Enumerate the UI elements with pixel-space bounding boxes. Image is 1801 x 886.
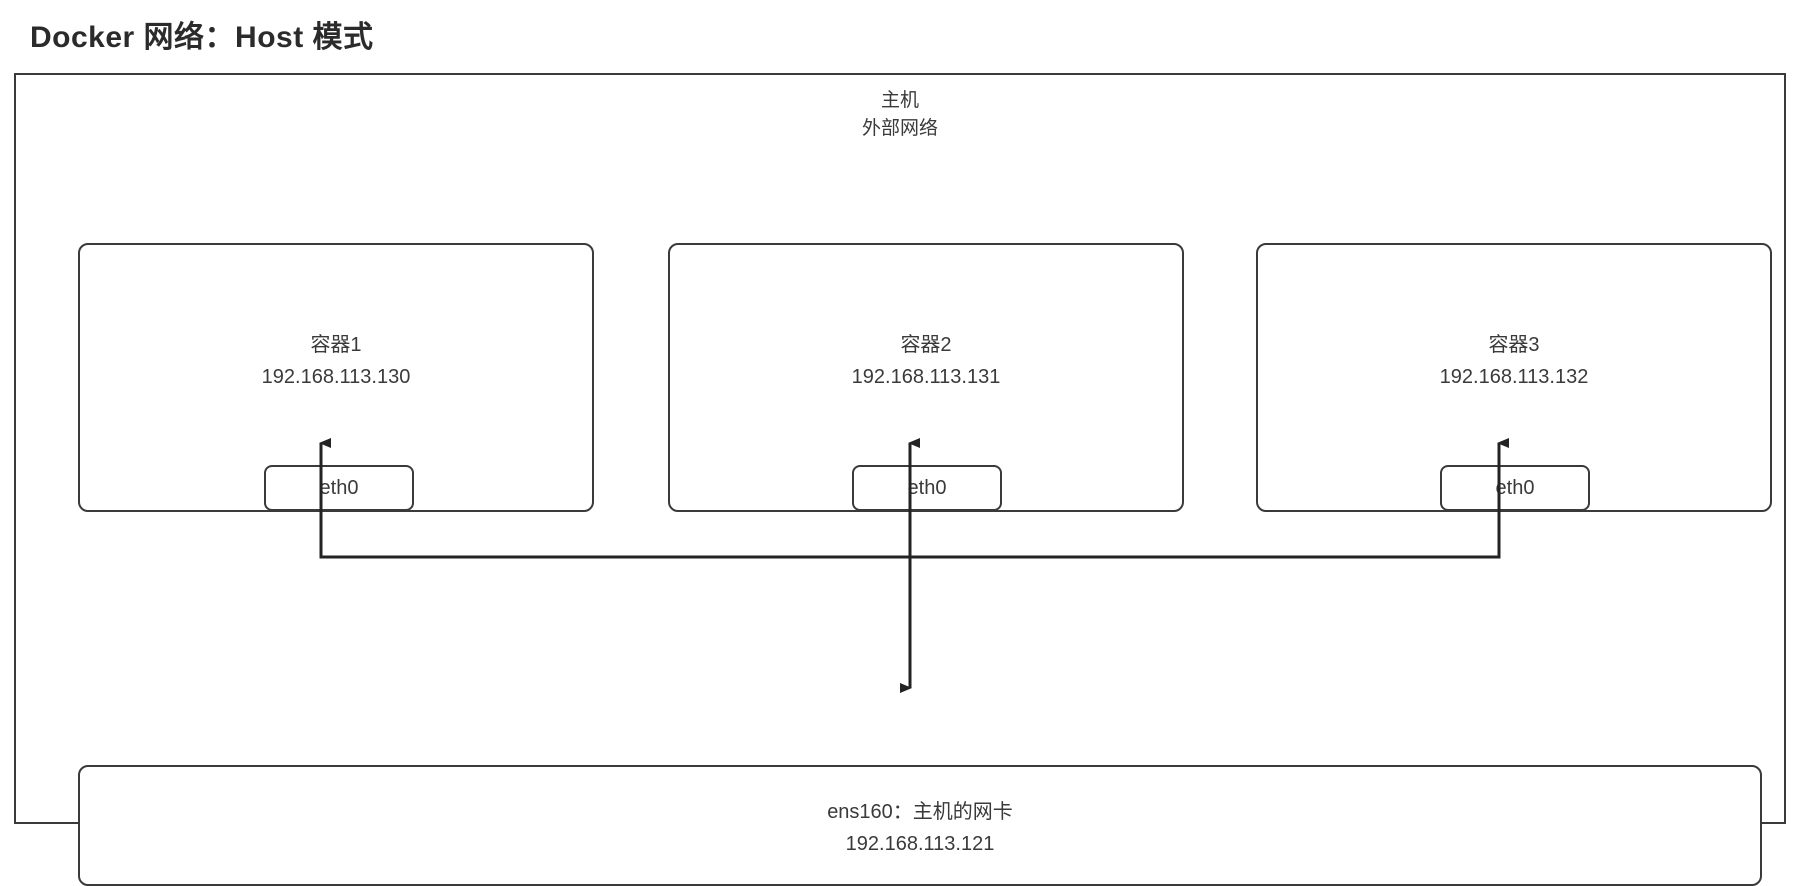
eth0-box-container-2[interactable]: eth0 [852, 465, 1002, 511]
host-label-line1: 主机 [880, 90, 919, 111]
container-box-3[interactable]: 容器3 192.168.113.132 eth0 [1256, 243, 1772, 512]
container-3-ip: 192.168.113.132 [1439, 366, 1589, 388]
host-nic-label: ens160：主机的网卡 [827, 801, 1013, 823]
eth0-box-container-3[interactable]: eth0 [1440, 465, 1590, 511]
container-2-name: 容器2 [900, 334, 952, 356]
container-1-name: 容器1 [310, 334, 362, 356]
host-nic-box[interactable]: ens160：主机的网卡 192.168.113.121 [78, 765, 1762, 886]
container-2-ip: 192.168.113.131 [851, 366, 1001, 388]
host-nic-ip: 192.168.113.121 [845, 833, 995, 855]
host-boundary-box: 主机 外部网络 容器1 192.168.113.130 eth0 容器2 192… [14, 73, 1786, 886]
eth0-box-container-1[interactable]: eth0 [264, 465, 414, 511]
host-nic-caption: ens160：主机的网卡 192.168.113.121 [80, 796, 1760, 860]
container-1-caption: 容器1 192.168.113.130 [80, 329, 592, 393]
container-1-ip: 192.168.113.130 [261, 366, 411, 388]
host-label-line2: 外部网络 [861, 118, 938, 139]
page-title: Docker 网络：Host 模式 [30, 21, 374, 54]
container-box-2[interactable]: 容器2 192.168.113.131 eth0 [668, 243, 1184, 512]
eth0-label-container-2: eth0 [907, 476, 947, 499]
container-2-caption: 容器2 192.168.113.131 [670, 329, 1182, 393]
eth0-label-container-1: eth0 [319, 476, 359, 499]
eth0-label-container-3: eth0 [1495, 476, 1535, 499]
container-3-caption: 容器3 192.168.113.132 [1258, 329, 1770, 393]
host-label: 主机 外部网络 [16, 87, 1784, 143]
container-box-1[interactable]: 容器1 192.168.113.130 eth0 [78, 243, 594, 512]
container-3-name: 容器3 [1488, 334, 1540, 356]
